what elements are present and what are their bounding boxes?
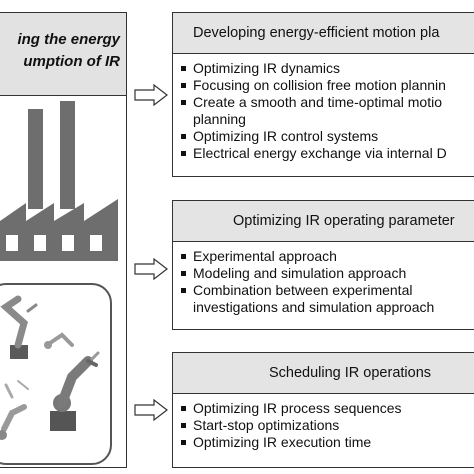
motion-planning-box: Developing energy-efficient motion pla O… — [172, 12, 474, 177]
arrow-right-icon — [134, 258, 168, 280]
left-title-area: ing the energy umption of IR — [0, 13, 126, 96]
scheduling-box: Scheduling IR operations Optimizing IR p… — [172, 352, 474, 468]
list-item: Optimizing IR dynamics — [179, 60, 474, 77]
bullet-list: Optimizing IR process sequences Start-st… — [173, 394, 474, 451]
robots-image-frame — [0, 283, 112, 465]
bullet-list: Optimizing IR dynamics Focusing on colli… — [173, 54, 474, 162]
robot-arm-1 — [0, 295, 38, 359]
factory-window-2 — [34, 235, 46, 251]
robot-arm-5 — [0, 404, 27, 440]
list-item-continuation: planning — [193, 111, 246, 127]
left-title-line-2: umption of IR — [23, 53, 120, 70]
factory-window-3 — [62, 235, 74, 251]
robot-arm-3 — [44, 332, 74, 349]
left-panel: ing the energy umption of IR — [0, 12, 127, 468]
factory-window-4 — [90, 235, 102, 251]
list-item: Modeling and simulation approach — [179, 265, 474, 282]
robot-arm-4 — [4, 351, 100, 399]
box-title: Developing energy-efficient motion pla — [173, 13, 474, 54]
left-title-line-1: ing the energy — [17, 31, 120, 48]
arrow-right-icon — [134, 84, 168, 106]
factory-icon — [0, 101, 118, 261]
industrial-robots-image — [0, 295, 100, 440]
robot-arm-2 — [50, 356, 98, 431]
left-title: ing the energy umption of IR — [17, 29, 120, 73]
list-item: Create a smooth and time-optimal motio — [179, 94, 474, 111]
box-title: Optimizing IR operating parameter — [173, 201, 474, 242]
factory-chimney-1 — [28, 109, 43, 209]
list-item: Optimizing IR process sequences — [179, 400, 474, 417]
list-item: Optimizing IR control systems — [179, 128, 474, 145]
list-item: Focusing on collision free motion planni… — [179, 77, 474, 94]
bullet-list: Experimental approach Modeling and simul… — [173, 242, 474, 316]
list-item: Start-stop optimizations — [179, 417, 474, 434]
factory-chimney-2 — [60, 101, 75, 209]
list-item: Optimizing IR execution time — [179, 434, 474, 451]
list-item-continuation: investigations and simulation approach — [193, 299, 435, 315]
list-item: Experimental approach — [179, 248, 474, 265]
factory-body — [0, 199, 118, 261]
factory-window-1 — [6, 235, 18, 251]
arrow-right-icon — [134, 399, 168, 421]
box-title: Scheduling IR operations — [173, 353, 474, 394]
list-item: Electrical energy exchange via internal … — [179, 145, 474, 162]
operating-parameters-box: Optimizing IR operating parameter Experi… — [172, 200, 474, 330]
list-item: Combination between experimental — [179, 282, 474, 299]
